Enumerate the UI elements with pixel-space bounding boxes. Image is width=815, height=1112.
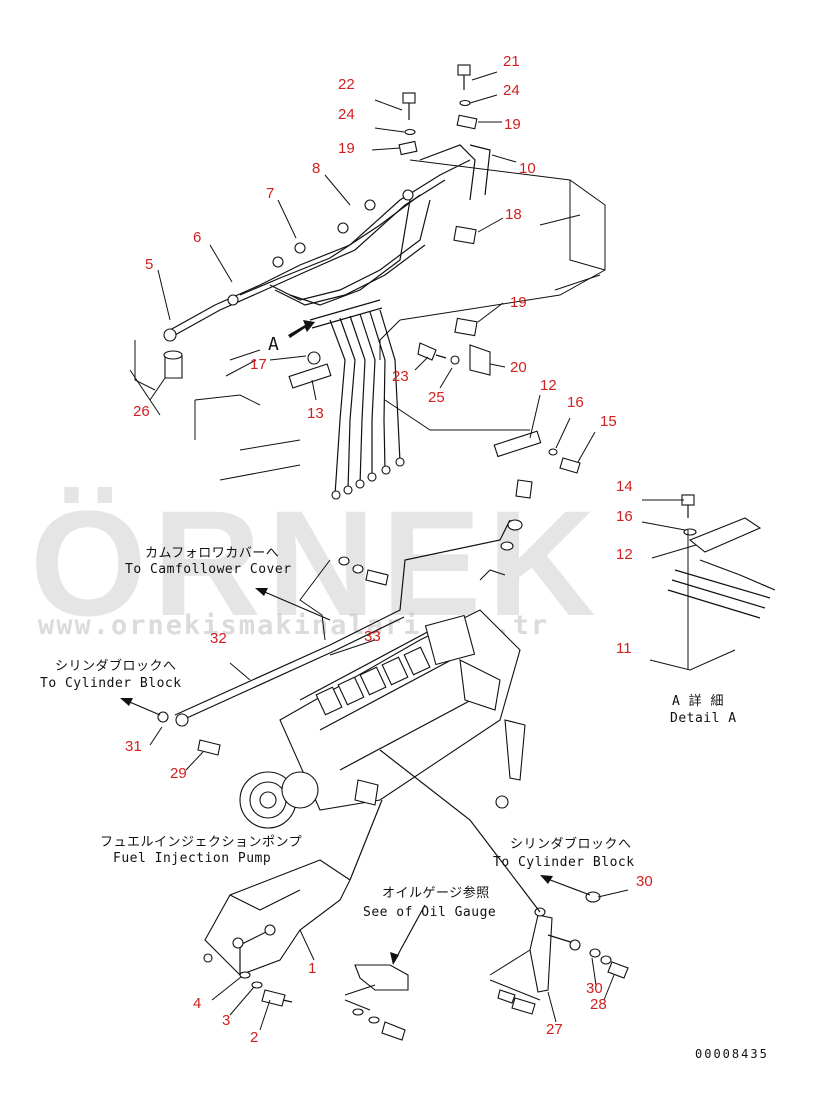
watermark-word: ÖRNEK (30, 479, 602, 647)
callout-28: 28 (590, 996, 607, 1013)
camfollower-label-en: To Camfollower Cover (125, 562, 292, 577)
leader-lines (149, 71, 697, 1031)
pump-bracket (203, 749, 629, 1041)
callout-23: 23 (392, 368, 409, 385)
fuel-injection-pump (239, 609, 526, 829)
cylinder-block-right-jp: シリンダブロックへ (510, 836, 632, 852)
callout-29: 29 (170, 765, 187, 782)
callout-12: 12 (540, 377, 557, 394)
callout-30: 30 (586, 980, 603, 997)
callout-32: 32 (210, 630, 227, 647)
callouts: 21 24 22 24 19 19 10 8 7 18 6 5 19 17 20… (125, 53, 653, 1046)
callout-1: 1 (308, 960, 316, 977)
cylinder-block-left-en: To Cylinder Block (40, 676, 182, 691)
callout-24: 24 (338, 106, 355, 123)
callout-3: 3 (222, 1012, 230, 1029)
oil-gauge-label-jp: オイルゲージ参照 (382, 885, 490, 901)
detail-a-plate (649, 530, 776, 671)
callout-4: 4 (193, 995, 201, 1012)
callout-10: 10 (519, 160, 536, 177)
callout-33: 33 (364, 628, 381, 645)
callout-17: 17 (250, 356, 267, 373)
callout-15: 15 (600, 413, 617, 430)
text-labels: A カムフォロワカバーへ To Camfollower Cover シリンダブロ… (40, 334, 769, 1061)
callout-19: 19 (504, 116, 521, 133)
callout-24: 24 (503, 82, 520, 99)
drawing-number: 00008435 (695, 1047, 769, 1061)
callout-27: 27 (546, 1021, 563, 1038)
fuel-pump-label-en: Fuel Injection Pump (113, 851, 271, 866)
callout-13: 13 (307, 405, 324, 422)
camfollower-label-jp: カムフォロワカバーへ (145, 546, 279, 561)
callout-7: 7 (266, 185, 274, 202)
pump-pipes (157, 479, 533, 756)
callout-8: 8 (312, 160, 320, 177)
injection-tubes (163, 144, 491, 500)
clamps-and-brackets (163, 114, 762, 553)
callout-5: 5 (145, 256, 153, 273)
cylinder-block-left-jp: シリンダブロックへ (55, 658, 177, 674)
view-a-marker: A (268, 334, 279, 355)
callout-16: 16 (567, 394, 584, 411)
callout-12: 12 (616, 546, 633, 563)
callout-22: 22 (338, 76, 355, 93)
callout-2: 2 (250, 1029, 258, 1046)
cylinder-block-right-en: To Cylinder Block (493, 855, 635, 870)
engine-block-outline (129, 159, 606, 481)
callout-19: 19 (510, 294, 527, 311)
callout-21: 21 (503, 53, 520, 70)
callout-31: 31 (125, 738, 142, 755)
detail-a-label-jp: A 詳 細 (672, 693, 724, 709)
watermark: ÖRNEK www.ornekismakinalari.com.tr (30, 479, 602, 647)
callout-19: 19 (338, 140, 355, 157)
callout-18: 18 (505, 206, 522, 223)
callout-6: 6 (193, 229, 201, 246)
direction-arrows (120, 320, 591, 965)
callout-14: 14 (616, 478, 633, 495)
callout-26: 26 (133, 403, 150, 420)
callout-20: 20 (510, 359, 527, 376)
bolts-washers-top (307, 64, 697, 536)
detail-a-label-en: Detail A (670, 711, 737, 726)
callout-25: 25 (428, 389, 445, 406)
callout-16: 16 (616, 508, 633, 525)
callout-30: 30 (636, 873, 653, 890)
callout-11: 11 (616, 640, 632, 657)
fuel-pump-label-jp: フュエルインジェクションポンプ (100, 835, 302, 850)
oil-gauge-label-en: See of Oil Gauge (363, 905, 496, 920)
